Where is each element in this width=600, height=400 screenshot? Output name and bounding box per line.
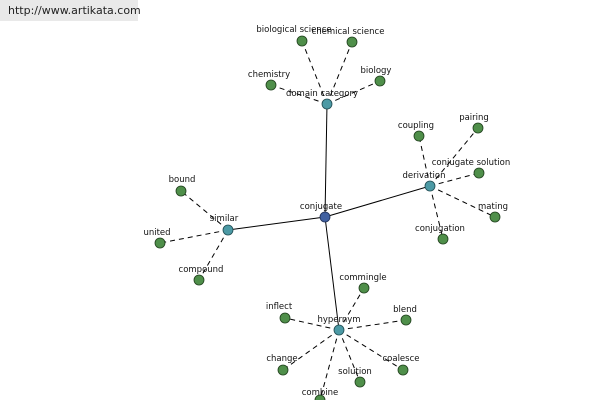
label-coalesce[interactable]: coalesce (382, 354, 419, 364)
node-conjugate-solution[interactable] (473, 167, 485, 179)
node-chemistry[interactable] (265, 79, 277, 91)
node-derivation[interactable] (424, 180, 436, 192)
node-domain-category[interactable] (321, 98, 333, 110)
edge-conjugate-similar (227, 216, 326, 231)
edge-similar-bound (180, 190, 229, 231)
edge-hypernym-change (282, 329, 340, 371)
label-compound[interactable]: compound (179, 265, 224, 275)
label-solution[interactable]: solution (338, 367, 372, 377)
node-biological-science[interactable] (296, 35, 308, 47)
edge-hypernym-commingle (338, 287, 365, 331)
node-commingle[interactable] (358, 282, 370, 294)
url-watermark-text[interactable]: http://www.artikata.com (8, 4, 141, 17)
label-mating[interactable]: mating (478, 202, 508, 212)
label-blend[interactable]: blend (393, 305, 417, 315)
edge-conjugate-domain-category (324, 103, 328, 218)
edge-similar-compound (198, 229, 229, 281)
node-inflect[interactable] (279, 312, 291, 324)
node-conjugate[interactable] (319, 211, 331, 223)
edge-domain-biology (326, 80, 381, 105)
node-coupling[interactable] (413, 130, 425, 142)
edge-domain-chemical-science (326, 41, 353, 105)
label-coupling[interactable]: coupling (398, 121, 434, 131)
node-solution[interactable] (354, 376, 366, 388)
label-chemical-science[interactable]: chemical science (312, 27, 385, 37)
label-change[interactable]: change (266, 354, 297, 364)
label-inflect[interactable]: inflect (266, 302, 293, 312)
label-domain-category[interactable]: domain category (286, 89, 358, 99)
node-hypernym[interactable] (333, 324, 345, 336)
node-similar[interactable] (222, 224, 234, 236)
label-similar[interactable]: similar (210, 214, 239, 224)
label-chemistry[interactable]: chemistry (248, 70, 290, 80)
label-commingle[interactable]: commingle (339, 273, 386, 283)
node-change[interactable] (277, 364, 289, 376)
url-watermark-bar: http://www.artikata.com (0, 0, 141, 21)
node-biology[interactable] (374, 75, 386, 87)
node-combine[interactable] (314, 394, 326, 400)
edge-domain-chemistry (270, 84, 328, 105)
edge-similar-united (159, 229, 229, 244)
edge-derivation-pairing (429, 127, 479, 187)
label-conjugate-solution[interactable]: conjugate solution (432, 158, 511, 168)
label-derivation[interactable]: derivation (402, 171, 445, 181)
label-biology[interactable]: biology (361, 66, 392, 76)
edge-derivation-conjugation (429, 185, 444, 240)
node-compound[interactable] (193, 274, 205, 286)
label-conjugate[interactable]: conjugate (300, 202, 342, 212)
node-chemical-science[interactable] (346, 36, 358, 48)
edge-hypernym-coalesce (338, 329, 404, 371)
label-pairing[interactable]: pairing (459, 113, 489, 123)
node-blend[interactable] (400, 314, 412, 326)
label-bound[interactable]: bound (169, 175, 196, 185)
label-combine[interactable]: combine (302, 388, 339, 398)
edge-hypernym-solution (338, 329, 361, 383)
label-united[interactable]: united (143, 228, 170, 238)
node-bound[interactable] (175, 185, 187, 197)
label-biological-science[interactable]: biological science (256, 25, 331, 35)
node-coalesce[interactable] (397, 364, 409, 376)
node-pairing[interactable] (472, 122, 484, 134)
label-hypernym[interactable]: hypernym (317, 315, 360, 325)
edge-hypernym-inflect (284, 317, 340, 331)
edge-hypernym-blend (338, 319, 407, 331)
label-conjugation[interactable]: conjugation (415, 224, 465, 234)
edge-hypernym-combine (319, 329, 340, 400)
edge-derivation-mating (429, 185, 496, 218)
node-united[interactable] (154, 237, 166, 249)
edge-conjugate-hypernym (324, 216, 340, 331)
edge-conjugate-derivation (324, 185, 431, 218)
edge-domain-biological-science (301, 40, 328, 105)
node-mating[interactable] (489, 211, 501, 223)
node-conjugation[interactable] (437, 233, 449, 245)
